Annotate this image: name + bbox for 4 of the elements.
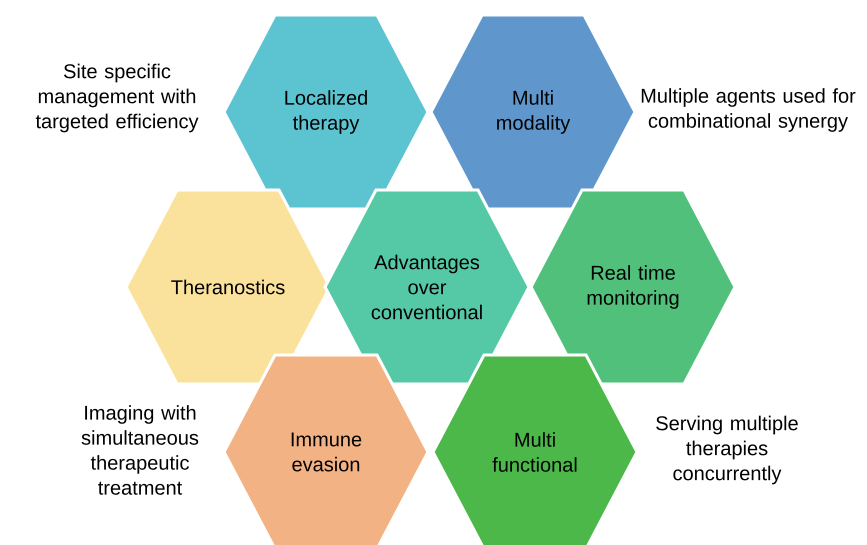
description-text: Site specific management with targeted efficiency — [36, 64, 198, 132]
description-text: Multiple agents used for combinational synergy — [642, 88, 856, 132]
description-text: Imaging with simultaneous therapeutic treatment — [82, 405, 198, 495]
description-text: Serving multiple therapies concurrently — [656, 416, 798, 484]
